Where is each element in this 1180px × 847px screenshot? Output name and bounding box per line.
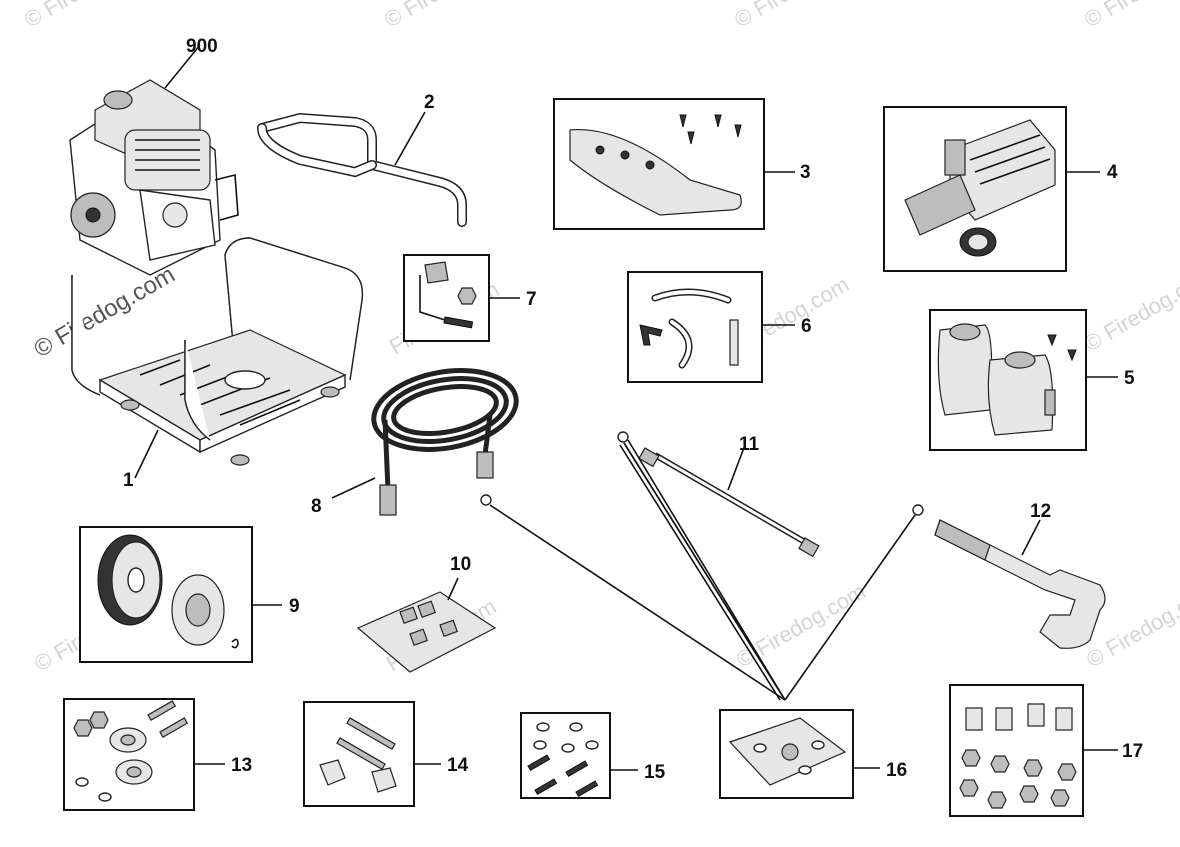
callout-1-label: 1 <box>123 470 134 491</box>
kit-15-box <box>520 712 638 799</box>
wheel-kit-9-box <box>79 526 282 663</box>
callout-13-label: 13 <box>231 755 252 776</box>
kit-3-box <box>553 98 795 230</box>
callout-12-label: 12 <box>1030 501 1051 522</box>
watermark-text: © Firedog.com <box>1080 262 1180 356</box>
frame-1-illustration <box>71 237 364 479</box>
tanks-5-box <box>929 309 1118 451</box>
hose-8-illustration <box>331 368 519 516</box>
callout-2-label: 2 <box>424 92 435 113</box>
pump-4-box <box>883 106 1100 272</box>
watermark-text: © Firedog.com <box>380 0 518 32</box>
nozzle-kit-10-illustration <box>356 577 497 673</box>
callout-8-label: 8 <box>311 496 322 517</box>
callout-5-label: 5 <box>1124 368 1135 389</box>
kit-17-box <box>949 684 1118 817</box>
callout-17-label: 17 <box>1122 741 1143 762</box>
callout-14-label: 14 <box>447 755 469 776</box>
kit-6-box <box>627 271 795 383</box>
kit-7-box <box>403 254 520 342</box>
callout-4-label: 4 <box>1107 162 1118 183</box>
callout-9-label: 9 <box>289 596 300 617</box>
kit-13-box <box>63 698 225 811</box>
kit-14-box <box>303 701 441 807</box>
kit-16-reference-lines <box>489 439 916 701</box>
callout-11-label: 11 <box>739 434 760 455</box>
kit-16-box <box>719 709 880 799</box>
handle-2-illustration <box>257 111 467 227</box>
callout-900-label: 900 <box>186 36 218 57</box>
watermark-text: © Firedog.com <box>730 0 868 32</box>
callout-7-label: 7 <box>526 289 537 310</box>
engine-900-illustration <box>69 44 239 276</box>
callout-10-label: 10 <box>450 554 471 575</box>
lance-11-illustration <box>617 431 820 558</box>
watermark-text: © Firedog.com <box>20 0 158 32</box>
watermark-main-text: © Firedog.com <box>30 261 180 363</box>
callout-3-label: 3 <box>800 162 811 183</box>
watermark-text: © Firedog.com <box>1080 0 1180 32</box>
gun-12-illustration <box>912 504 1106 649</box>
callout-15-label: 15 <box>644 762 666 783</box>
callout-16-label: 16 <box>886 760 907 781</box>
watermark-text: © Firedog.com <box>732 578 870 672</box>
callout-6-label: 6 <box>801 316 812 337</box>
